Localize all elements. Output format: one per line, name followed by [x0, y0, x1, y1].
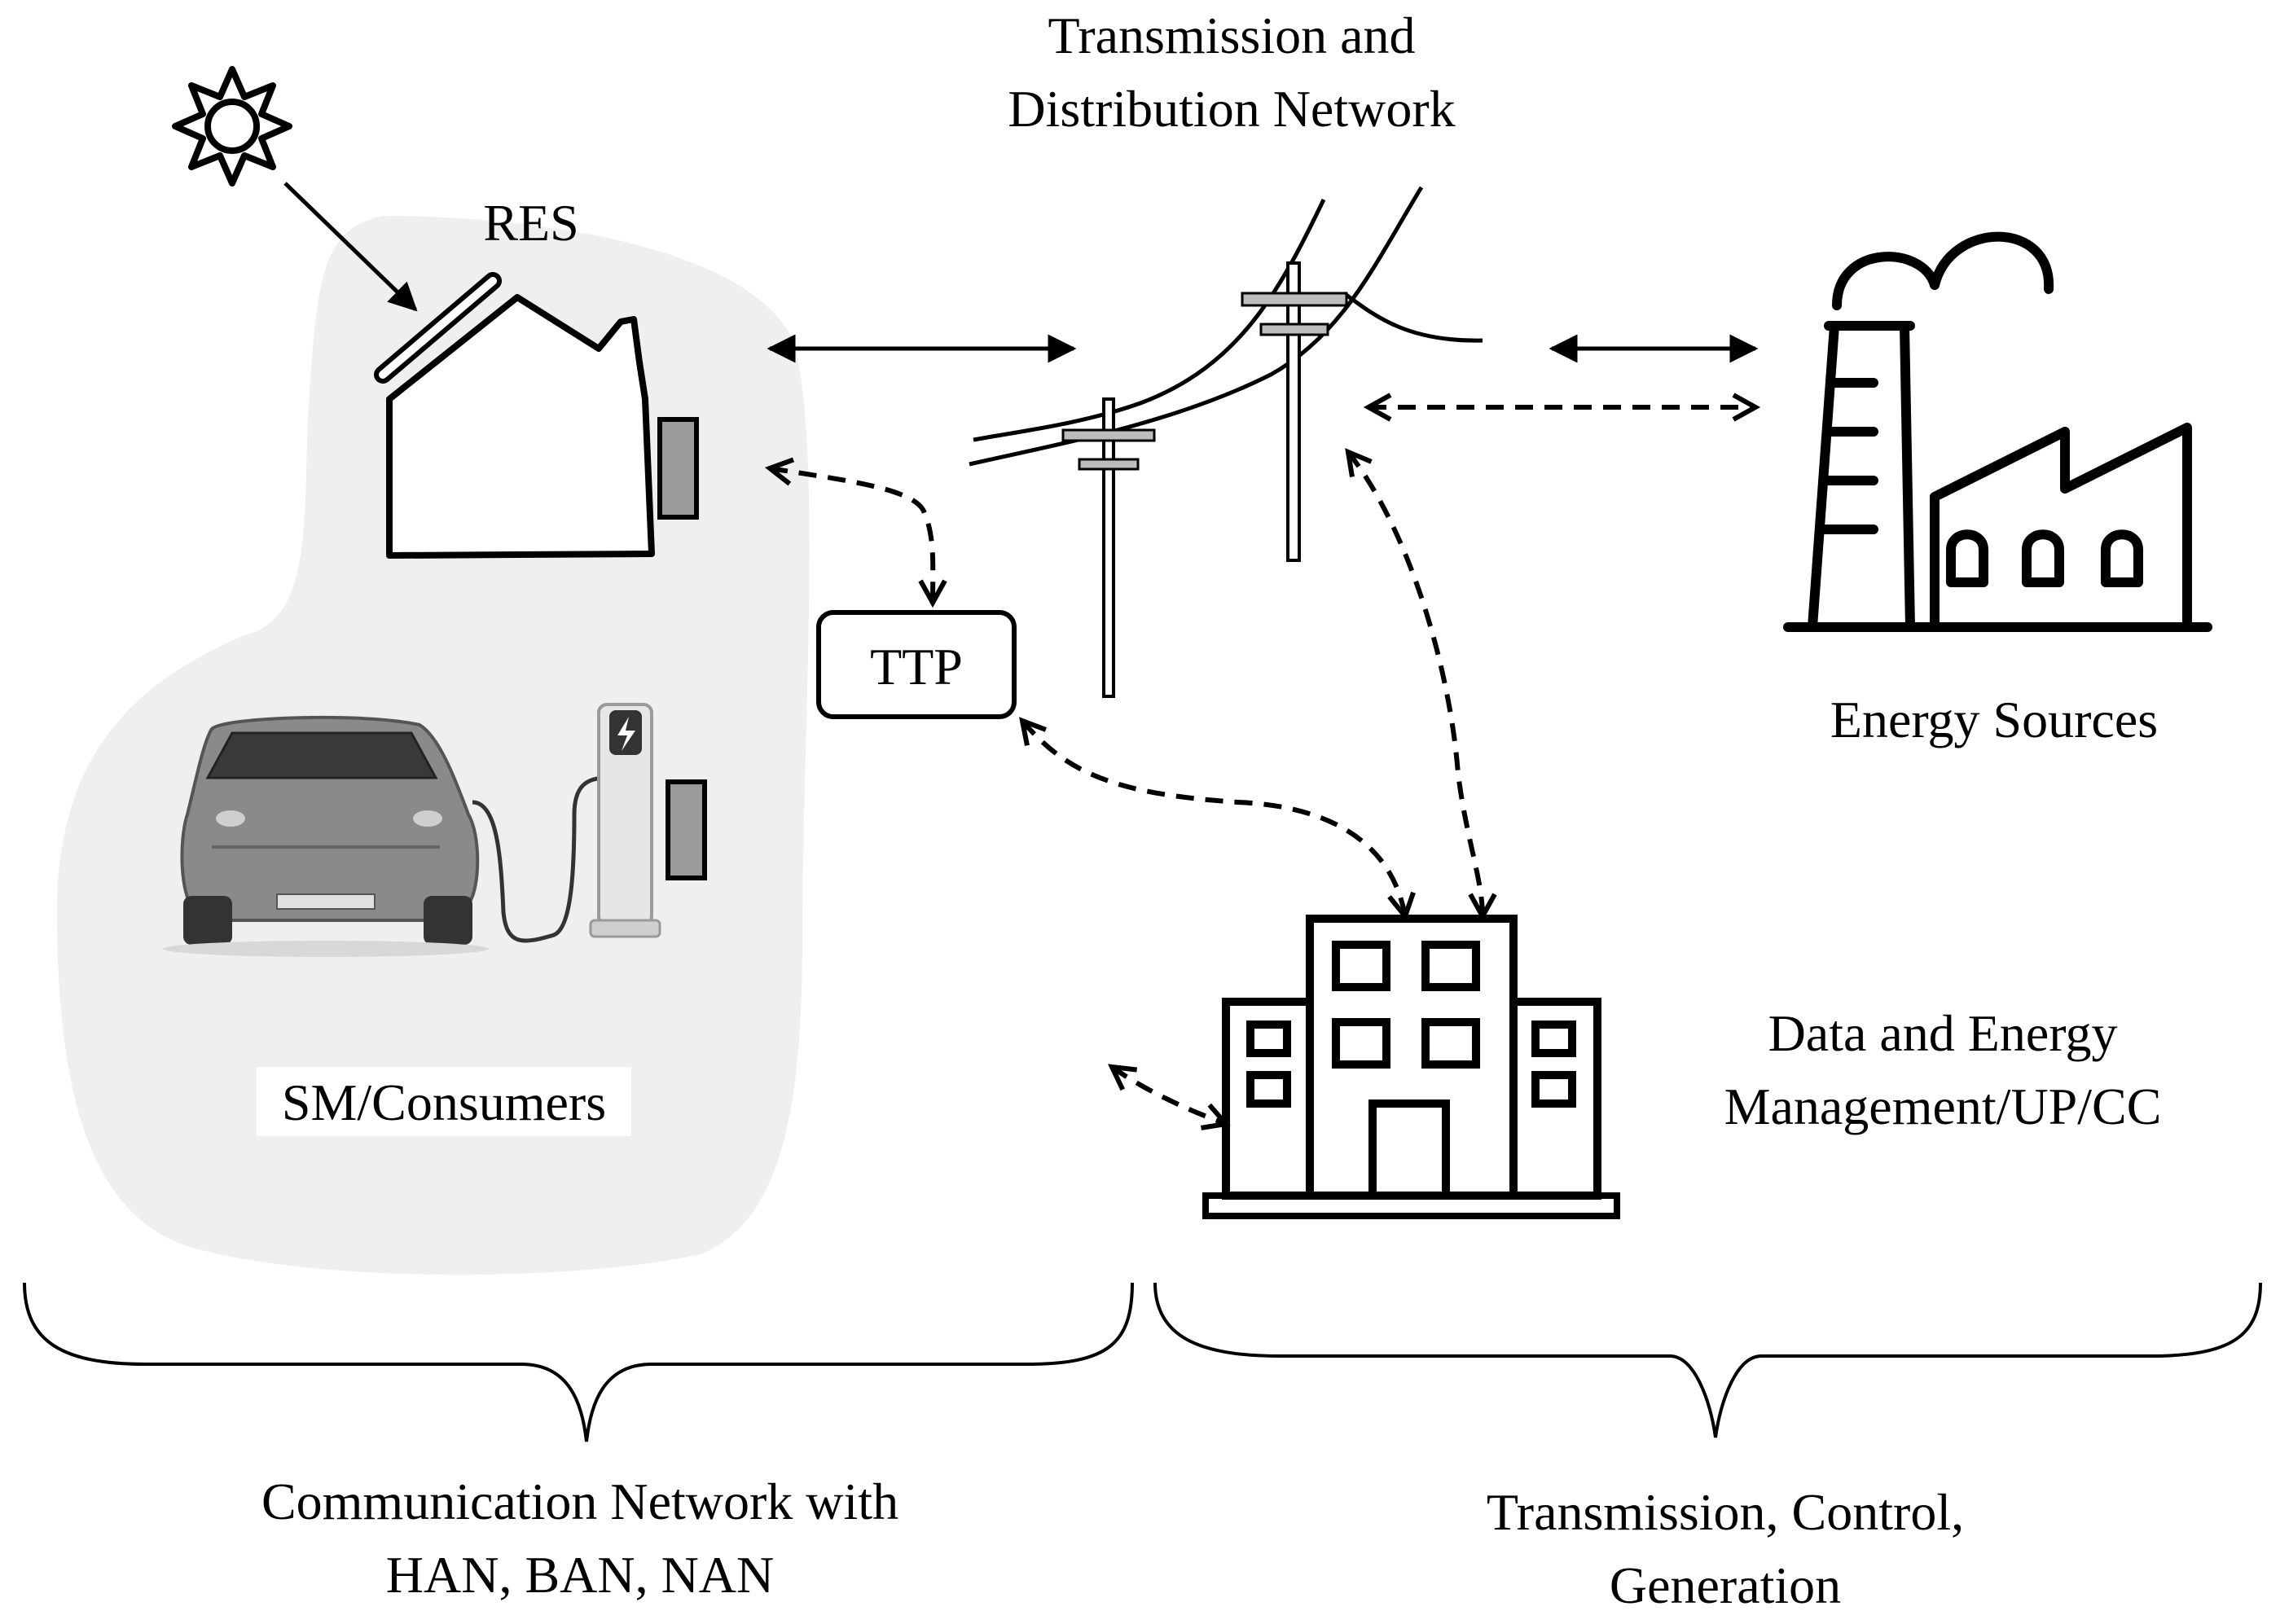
charger-meter-box [666, 779, 707, 880]
energy-sources-label: Energy Sources [1830, 691, 2158, 748]
tcg-label-line2: Generation [1610, 1556, 1841, 1614]
sm-consumers-label-bg [257, 1067, 631, 1136]
data-flow-arrow-grid-management [1348, 452, 1483, 916]
factory-icon [1783, 231, 2212, 632]
power-pole-icon [1061, 397, 1156, 698]
data-flow-arrow-management-left [1112, 1067, 1226, 1124]
sun-ray-arrow [283, 182, 418, 312]
charging-station-icon [589, 703, 707, 938]
tcg-label-line1: Transmission, Control, [1487, 1483, 1964, 1541]
sun-icon [172, 66, 292, 187]
house-icon [386, 294, 699, 559]
transmission-control-brace [1153, 1282, 2262, 1438]
charging-cable [472, 775, 608, 943]
transmission-network-label-line2: Distribution Network [1008, 80, 1455, 138]
solar-panel-icon [374, 272, 502, 384]
sm-consumers-label: SM/Consumers [282, 1073, 606, 1131]
management-label-line2: Management/UP/CC [1724, 1078, 2162, 1135]
transmission-network-label-line1: Transmission and [1048, 7, 1415, 64]
data-flow-arrow-home-ttp [770, 468, 933, 603]
communication-network-label-line2: HAN, BAN, NAN [386, 1546, 774, 1604]
ttp-node: TTP [816, 610, 1017, 719]
power-lines [969, 186, 1483, 467]
management-label-line1: Data and Energy [1768, 1004, 2118, 1062]
office-building-icon [1202, 915, 1620, 1219]
power-pole-icon [1241, 261, 1348, 562]
data-flow-arrow-ttp-management [1022, 721, 1405, 916]
res-label: RES [483, 194, 578, 252]
smart-meter-box [657, 417, 699, 520]
car-icon [163, 715, 489, 957]
communication-network-label-line1: Communication Network with [261, 1473, 898, 1530]
communication-brace [23, 1282, 1134, 1442]
ttp-label: TTP [870, 638, 963, 696]
